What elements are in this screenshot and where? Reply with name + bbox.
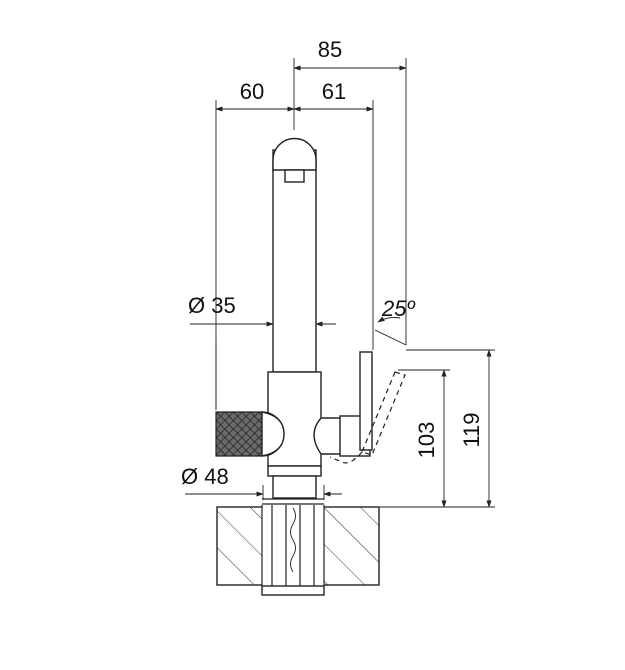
dimension-lines: [185, 65, 492, 508]
worktop-section: [216, 498, 380, 596]
dimension-labels: 85 60 61 Ø 35 Ø 48 25º 103 119: [181, 37, 484, 489]
dim-label-119: 119: [459, 412, 484, 447]
dim-label-85: 85: [318, 37, 342, 62]
dim-label-103: 103: [414, 422, 439, 459]
dim-label-angle: 25º: [381, 296, 415, 321]
faucet-body: [215, 137, 406, 499]
dim-label-spout-diameter: Ø 35: [188, 293, 236, 318]
dim-label-61: 61: [322, 79, 346, 104]
dim-label-60: 60: [240, 79, 264, 104]
dim-label-base-diameter: Ø 48: [181, 464, 229, 489]
